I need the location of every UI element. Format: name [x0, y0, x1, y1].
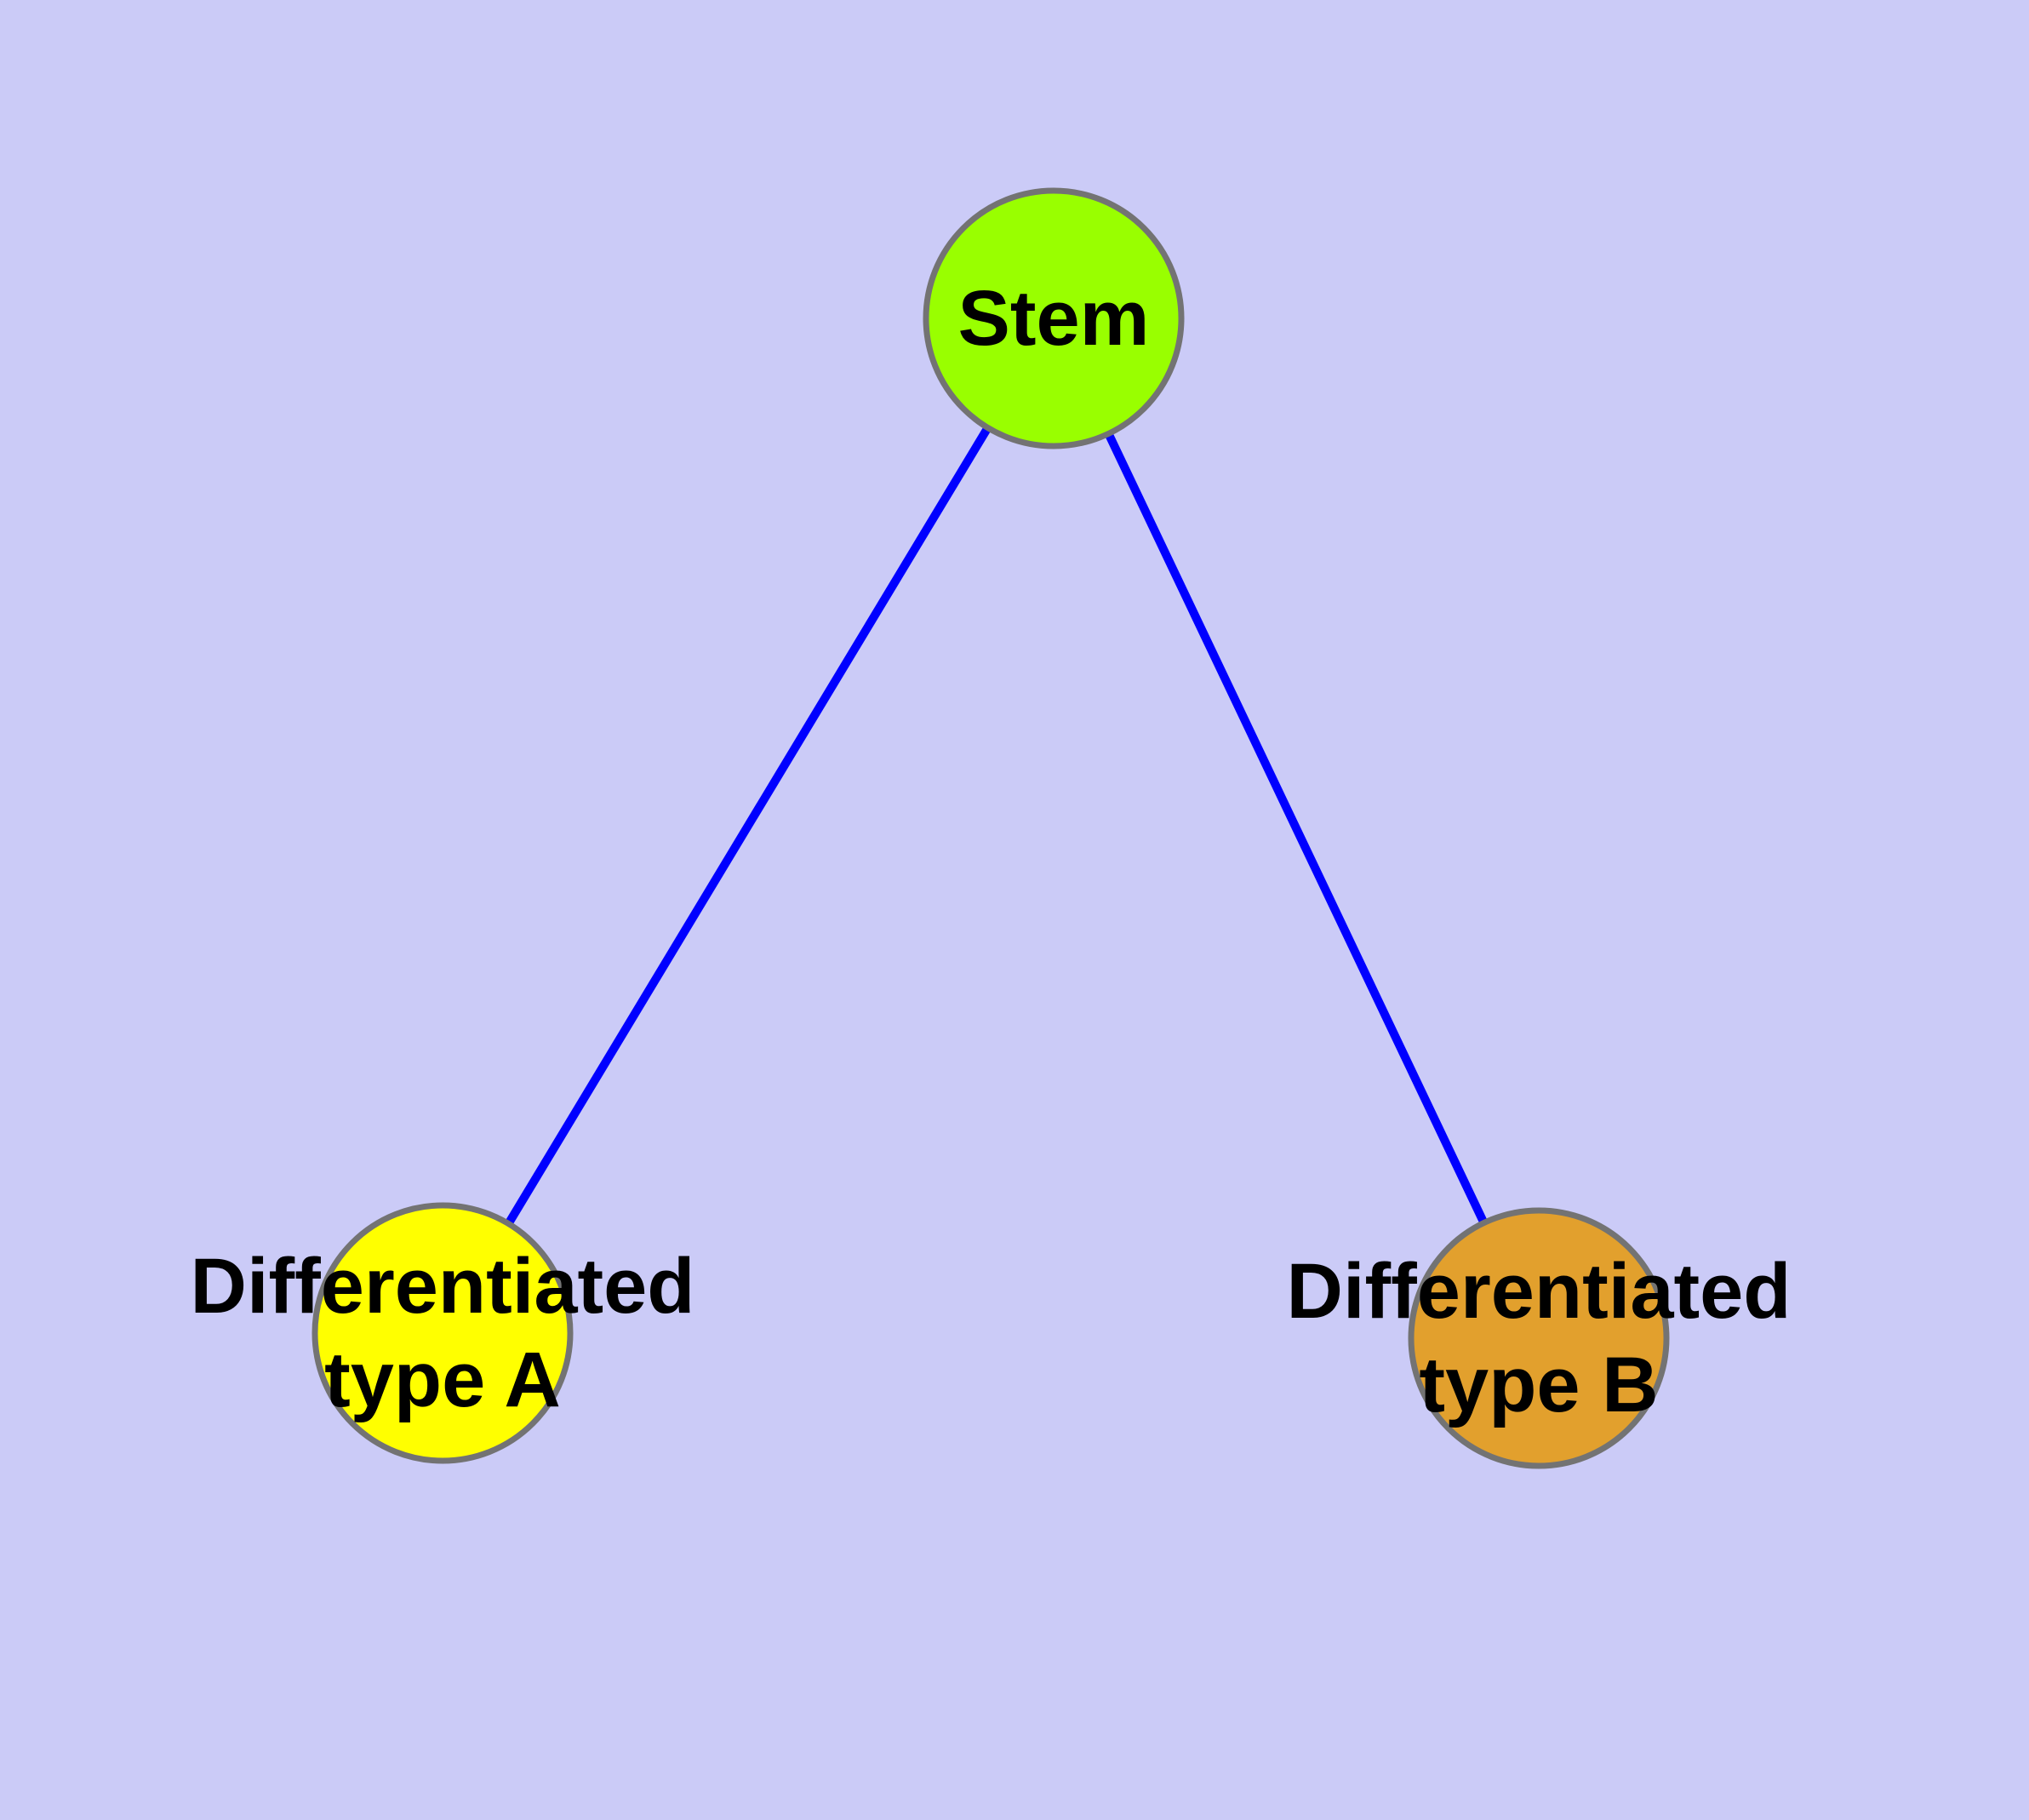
node-type-a-label: Differentiated type A: [191, 1239, 695, 1427]
node-type-b-circle[interactable]: [1408, 1207, 1670, 1469]
node-stem-label: Stem: [958, 272, 1150, 365]
edge-stem-to-type-a: [438, 316, 1058, 1336]
node-type-b-label: Differentiated type B: [1287, 1245, 1792, 1432]
node-type-a-label-line1: Differentiated: [190, 1243, 695, 1330]
node-stem-circle[interactable]: [923, 187, 1185, 449]
node-type-b-label-line2: type B: [1419, 1342, 1659, 1428]
node-stem-label-text: Stem: [957, 275, 1150, 362]
edge-stem-to-type-b: [1049, 316, 1543, 1341]
node-type-a-circle[interactable]: [311, 1202, 574, 1464]
node-type-b-label-line1: Differentiated: [1286, 1248, 1792, 1335]
node-type-a-label-line2: type A: [324, 1336, 561, 1423]
